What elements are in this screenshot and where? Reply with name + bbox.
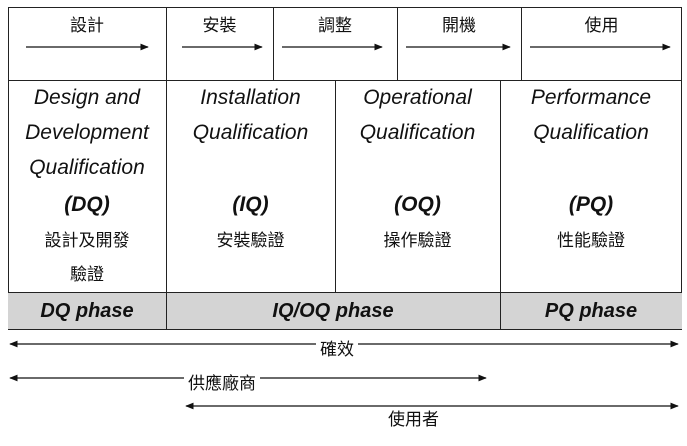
oq-name-line-2: Qualification bbox=[359, 121, 476, 144]
stage-label-use: 使用 bbox=[584, 16, 619, 36]
pq-zh: 性能驗證 bbox=[500, 224, 682, 258]
dq-abbr: (DQ) bbox=[64, 193, 110, 216]
oq-name-line-1: Operational bbox=[363, 86, 472, 109]
pq-abbr: (PQ) bbox=[568, 193, 614, 216]
dq-name-line-1: Design and bbox=[33, 86, 141, 109]
phase-divider bbox=[500, 292, 501, 330]
iq-abbr: (IQ) bbox=[232, 193, 269, 216]
phase-dq: DQ phase bbox=[40, 300, 134, 322]
dq-zh-line-1: 設計及開發 bbox=[44, 231, 130, 251]
stage-divider bbox=[166, 7, 167, 80]
phase-iq-oq: IQ/OQ phase bbox=[272, 300, 394, 322]
phase-divider bbox=[166, 292, 167, 330]
pq-zh-line-1: 性能驗證 bbox=[557, 231, 625, 251]
stage-label-design: 設計 bbox=[70, 16, 104, 36]
iq-zh-line-1: 安裝驗證 bbox=[216, 231, 285, 251]
pq-name-line-1: Performance bbox=[530, 86, 652, 109]
qualification-divider bbox=[166, 80, 167, 292]
dq-name-line-2: Development bbox=[25, 121, 149, 144]
oq-name: Operational Qualification bbox=[335, 80, 500, 150]
oq-abbr: (OQ) bbox=[394, 193, 441, 216]
iq-name: Installation Qualification bbox=[166, 80, 335, 150]
qualification-divider bbox=[500, 80, 501, 292]
stage-divider bbox=[273, 7, 274, 80]
stage-label-adjust: 調整 bbox=[318, 16, 352, 36]
stage-label-start: 開機 bbox=[442, 16, 476, 36]
dq-zh: 設計及開發 驗證 bbox=[8, 224, 166, 292]
supplier-label: 供應廠商 bbox=[184, 374, 260, 394]
pq-name: Performance Qualification bbox=[500, 80, 682, 150]
pq-name-line-2: Qualification bbox=[533, 121, 649, 144]
qualification-divider bbox=[335, 80, 336, 292]
iq-name-line-1: Installation bbox=[200, 86, 301, 109]
dq-name: Design and Development Qualification bbox=[8, 80, 166, 185]
stage-row-divider bbox=[8, 80, 682, 81]
validation-label: 確效 bbox=[316, 340, 358, 360]
phase-band bbox=[8, 292, 682, 330]
oq-zh: 操作驗證 bbox=[335, 224, 500, 258]
stage-label-install: 安裝 bbox=[202, 16, 237, 36]
oq-zh-line-1: 操作驗證 bbox=[383, 231, 452, 251]
stage-divider bbox=[397, 7, 398, 80]
dq-zh-line-2: 驗證 bbox=[70, 265, 104, 285]
stage-divider bbox=[521, 7, 522, 80]
phase-pq: PQ phase bbox=[544, 300, 638, 322]
dq-name-line-3: Qualification bbox=[29, 156, 145, 179]
iq-name-line-2: Qualification bbox=[192, 121, 309, 144]
user-label: 使用者 bbox=[384, 410, 443, 430]
iq-zh: 安裝驗證 bbox=[166, 224, 335, 258]
